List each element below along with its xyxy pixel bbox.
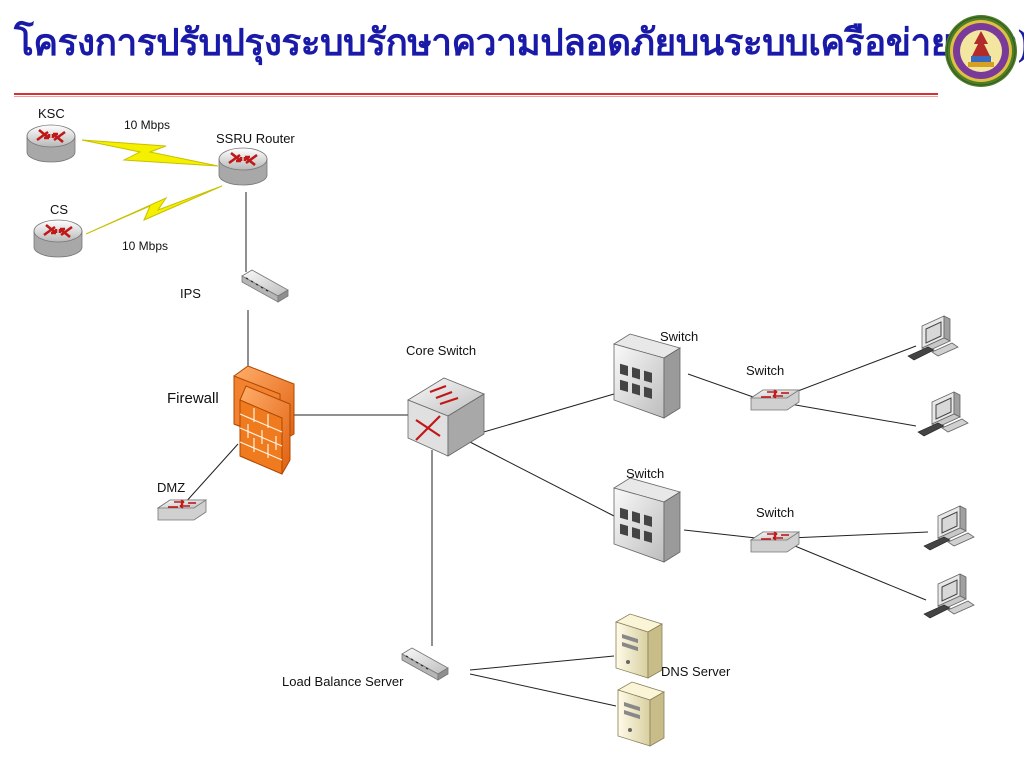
node-label-dns-server: DNS Server — [661, 664, 731, 679]
pc-icon — [917, 391, 969, 437]
node-label-load-balancer: Load Balance Server — [282, 674, 404, 689]
pc-icon — [923, 505, 975, 551]
wan-link-cs-bolt — [85, 185, 223, 235]
router-icon — [25, 123, 77, 164]
wan-link-ksc-bolt — [81, 139, 219, 167]
node-label-ips: IPS — [180, 286, 201, 301]
link-label-cs: 10 Mbps — [122, 239, 168, 253]
building-switch-icon — [613, 333, 681, 419]
node-label-firewall: Firewall — [167, 390, 219, 407]
server-icon — [617, 681, 665, 747]
pc-icon — [923, 573, 975, 619]
hub-icon — [401, 647, 449, 681]
node-label-access-switch-mid: Switch — [756, 505, 794, 520]
connection-lines — [183, 192, 929, 707]
university-seal-icon — [945, 15, 1017, 87]
title-underline-shadow — [14, 96, 938, 97]
switch-icon — [750, 389, 800, 411]
title-underline — [14, 93, 938, 95]
link-label-ksc: 10 Mbps — [124, 118, 170, 132]
router-icon — [32, 218, 84, 259]
node-label-core-switch: Core Switch — [406, 343, 476, 358]
pc-icon — [907, 315, 959, 361]
building-switch-icon — [613, 477, 681, 563]
node-label-switch-mid: Switch — [626, 466, 664, 481]
hub-icon — [241, 269, 289, 303]
server-icon — [615, 613, 663, 679]
node-label-ksc: KSC — [38, 106, 65, 121]
node-label-switch-top: Switch — [660, 329, 698, 344]
slide-title: โครงการปรับปรุงระบบรักษาความปลอดภัยบนระบ… — [14, 23, 1024, 64]
node-label-dmz: DMZ — [157, 480, 185, 495]
switch-icon — [750, 531, 800, 553]
node-label-cs: CS — [50, 202, 68, 217]
node-label-access-switch-top: Switch — [746, 363, 784, 378]
firewall-icon — [233, 365, 295, 475]
node-label-ssru-router: SSRU Router — [216, 131, 295, 146]
core-switch-icon — [407, 377, 485, 457]
switch-icon — [157, 499, 207, 521]
router-icon — [217, 146, 269, 187]
